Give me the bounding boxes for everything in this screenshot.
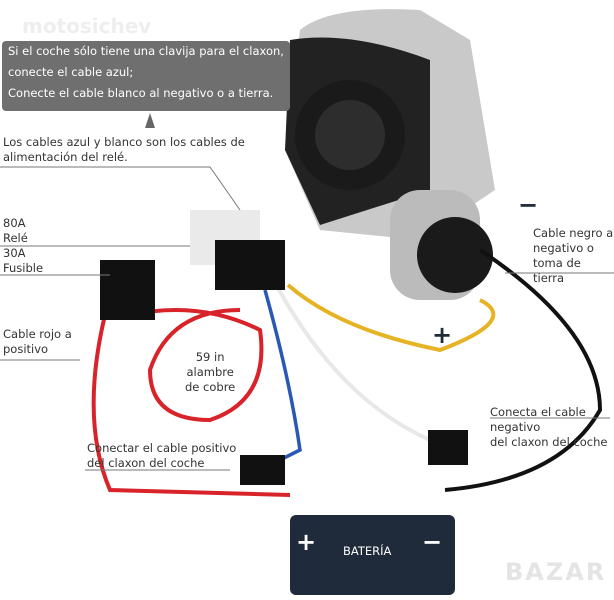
battery-label: BATERÍA — [343, 544, 392, 558]
watermark-bottom: BAZAR — [505, 558, 607, 586]
battery-minus: − — [422, 528, 443, 556]
battery-plus: + — [296, 528, 317, 556]
battery — [290, 515, 455, 595]
callout-line: Conecte el cable blanco al negativo o a … — [8, 86, 274, 100]
air-horn — [285, 9, 495, 300]
plus-sign: + — [432, 321, 453, 349]
fuse — [100, 260, 155, 320]
minus-sign: − — [518, 191, 539, 219]
power-cables-label: Los cables azul y blanco son los cables … — [3, 135, 245, 164]
callout-line: Si el coche sólo tiene una clavija para … — [8, 44, 284, 58]
watermark: motosichev — [22, 14, 152, 38]
instruction-callout: Si el coche sólo tiene una clavija para … — [2, 41, 290, 111]
callout-line: conecte el cable azul; — [8, 65, 134, 79]
